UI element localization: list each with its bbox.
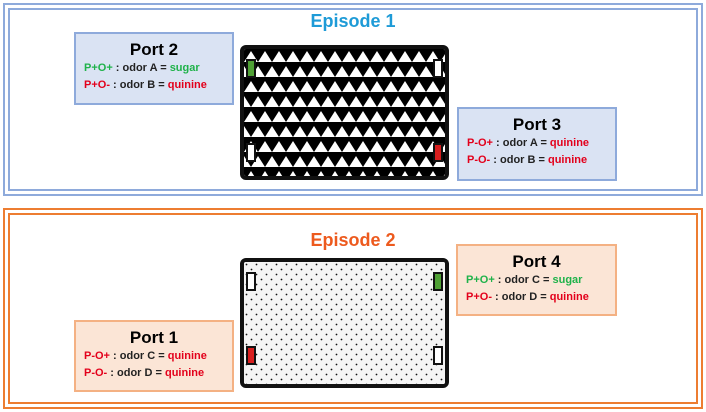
port-1-code-2: P-O- [84,367,108,379]
episode-1-title: Episode 1 [310,11,396,31]
arena-2-port-bottom-left-quinine [246,346,256,365]
port-1-value-1: quinine [167,350,207,362]
port-4-title: Port 4 [512,252,561,271]
port-4-text-2: : odor D = [491,291,550,303]
port-2-line-2: P+O- : odor B = quinine [84,77,232,94]
arena-1-port-top-right [433,59,443,78]
arena-1-port-top-left-sugar [246,59,256,78]
port-1-text-2: : odor D = [107,367,165,379]
episode-2-title: Episode 2 [310,230,396,250]
arena-2-dot-pattern [244,262,445,384]
port-4-text-1: : odor C = [494,274,553,286]
port-2-box: Port 2 P+O+ : odor A = sugar P+O- : odor… [74,32,234,105]
arena-1-port-bottom-left [246,143,256,162]
port-1-code-1: P-O+ [84,350,110,362]
arena-1-triangle-pattern [244,49,445,176]
episode-2-frame-outer [3,208,703,409]
port-2-line-1: P+O+ : odor A = sugar [84,60,232,77]
episode-1-frame-outer [3,3,703,196]
port-2-code-1: P+O+ [84,62,113,74]
port-3-line-2: P-O- : odor B = quinine [467,152,615,169]
port-2-code-2: P+O- [84,79,110,91]
episode-2-frame-inner [8,213,698,404]
port-4-line-2: P+O- : odor D = quinine [466,289,615,306]
port-1-line-2: P-O- : odor D = quinine [84,365,232,382]
port-4-line-1: P+O+ : odor C = sugar [466,272,615,289]
arena-2-port-top-left [246,272,256,291]
port-2-text-1: : odor A = [112,62,170,74]
port-3-title: Port 3 [512,115,562,134]
port-3-text-1: : odor A = [492,137,550,149]
arena-2 [240,258,449,388]
port-2-value-1: sugar [169,62,200,74]
episode-1-frame-inner [8,8,698,191]
port-1-value-2: quinine [164,367,205,379]
arena-1-port-bottom-right-quinine [433,143,443,162]
port-4-value-2: quinine [549,291,589,303]
port-2-text-2: : odor B = [109,79,168,91]
port-4-box: Port 4 P+O+ : odor C = sugar P+O- : odor… [456,244,617,316]
port-1-line-1: P-O+ : odor C = quinine [84,348,232,365]
port-3-code-1: P-O+ [467,137,493,149]
port-4-value-1: sugar [552,274,583,286]
port-3-value-2: quinine [547,154,588,166]
port-1-box: Port 1 P-O+ : odor C = quinine P-O- : od… [74,320,234,392]
port-1-text-1: : odor C = [109,350,168,362]
arena-2-port-bottom-right [433,346,443,365]
port-1-title: Port 1 [129,328,179,347]
port-4-code-1: P+O+ [466,274,495,286]
port-2-title: Port 2 [129,40,179,59]
port-4-code-2: P+O- [466,291,492,303]
port-3-value-1: quinine [549,137,590,149]
port-3-code-2: P-O- [467,154,491,166]
port-3-box: Port 3 P-O+ : odor A = quinine P-O- : od… [457,107,617,181]
arena-2-port-top-right-sugar [433,272,443,291]
port-2-value-2: quinine [167,79,207,91]
port-3-line-1: P-O+ : odor A = quinine [467,135,615,152]
port-3-text-2: : odor B = [490,154,548,166]
arena-1 [240,45,449,180]
